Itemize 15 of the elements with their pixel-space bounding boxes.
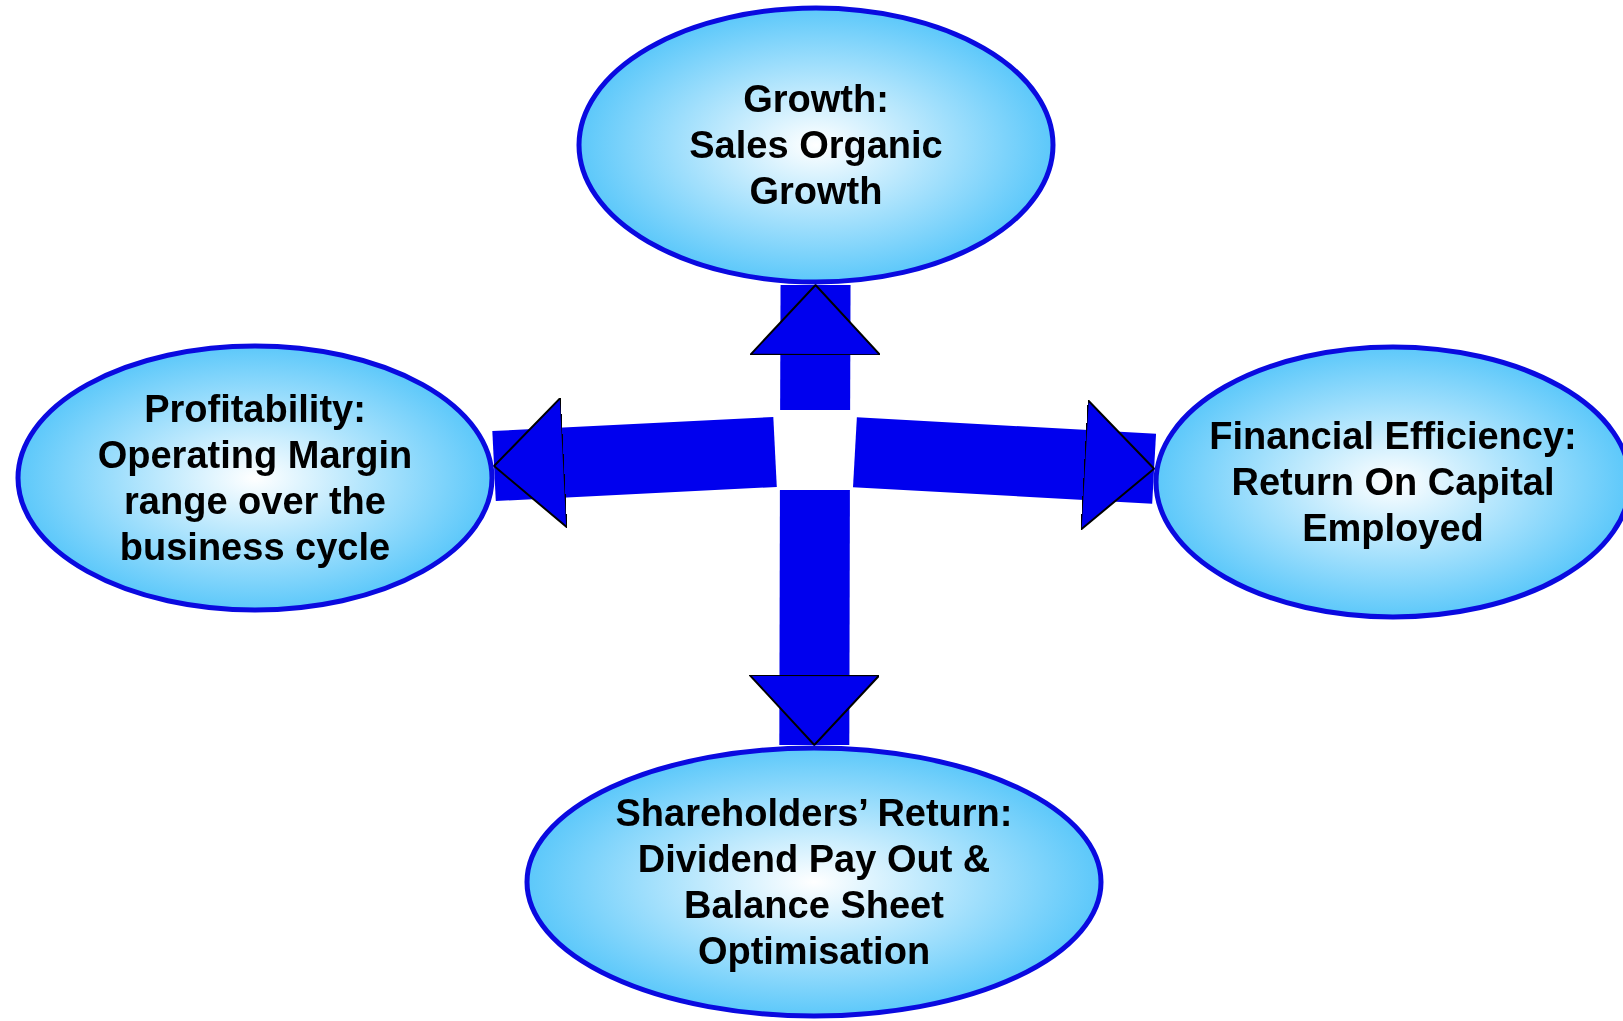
block-arrow xyxy=(749,284,882,411)
block-arrow xyxy=(492,396,777,529)
block-arrow xyxy=(852,399,1156,531)
ellipse-node xyxy=(576,5,1056,285)
node-text: Dividend Pay Out & Balance Sheet Optimisation xyxy=(636,837,992,974)
node-text: Operating Margin range over the business cycle xyxy=(96,433,414,570)
node-heading: Financial Efficiency: xyxy=(1209,414,1577,459)
ellipse-node xyxy=(524,745,1104,1019)
block-arrow xyxy=(748,489,881,746)
node-text: Sales Organic Growth xyxy=(688,123,944,214)
ellipse-node xyxy=(15,343,495,613)
node-heading: Shareholders’ Return: xyxy=(615,791,1013,836)
node-heading: Growth: xyxy=(743,77,889,122)
node-heading: Profitability: xyxy=(144,387,366,432)
node-text: Return On Capital Employed xyxy=(1230,460,1556,551)
